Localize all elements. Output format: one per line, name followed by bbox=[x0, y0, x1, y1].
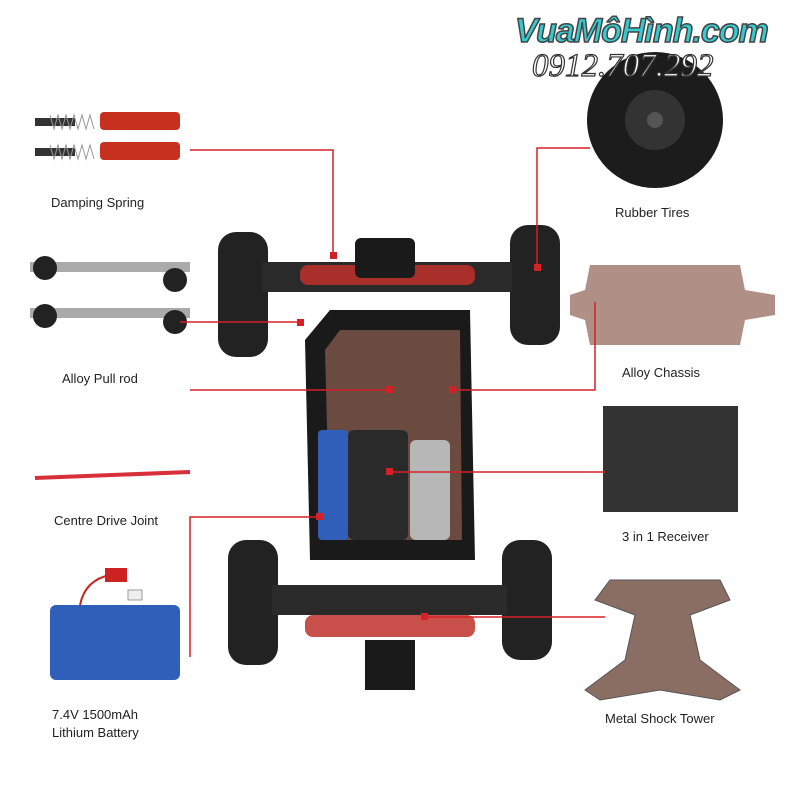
rear-arm bbox=[272, 585, 507, 615]
label-receiver: 3 in 1 Receiver bbox=[622, 529, 709, 544]
watermark-site: VuaMôHình.com bbox=[514, 11, 769, 51]
label-drive-joint: Centre Drive Joint bbox=[54, 513, 159, 528]
label-battery-1: 7.4V 1500mAh bbox=[52, 707, 139, 722]
battery-image bbox=[50, 568, 180, 680]
front-left-tire bbox=[218, 232, 268, 357]
shock-tower-image bbox=[584, 579, 741, 701]
label-rubber-tires: Rubber Tires bbox=[615, 205, 690, 220]
tire-image bbox=[587, 52, 723, 188]
receiver-image bbox=[603, 406, 738, 512]
front-right-tire bbox=[510, 225, 560, 345]
rear-shocks bbox=[305, 615, 475, 637]
rear-right-tire bbox=[502, 540, 552, 660]
rc-car bbox=[218, 225, 560, 690]
alloy-chassis-image bbox=[570, 265, 775, 345]
callout-lines bbox=[180, 147, 605, 657]
motor bbox=[410, 440, 450, 540]
label-shock-tower: Metal Shock Tower bbox=[605, 711, 715, 726]
label-alloy-chassis: Alloy Chassis bbox=[622, 365, 701, 380]
damping-spring-image bbox=[35, 112, 180, 161]
label-battery-2: Lithium Battery bbox=[52, 725, 139, 740]
watermark-phone: 0912.707.292 bbox=[531, 47, 714, 84]
car-battery bbox=[318, 430, 348, 540]
esc bbox=[348, 430, 408, 540]
drive-joint-image bbox=[34, 470, 191, 480]
label-pull-rod: Alloy Pull rod bbox=[62, 371, 138, 386]
callout-dots bbox=[297, 252, 541, 620]
rear-left-tire bbox=[228, 540, 278, 665]
pull-rod-image bbox=[30, 256, 190, 334]
label-damping-spring: Damping Spring bbox=[51, 195, 145, 210]
